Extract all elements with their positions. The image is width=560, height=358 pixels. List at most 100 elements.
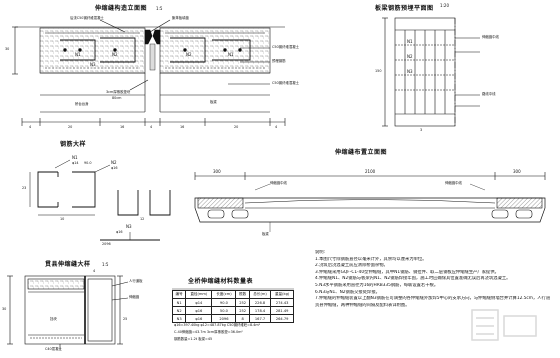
materials-header-cell: 长度(cm) [211,290,237,299]
notes-block: 说明: 1.本图尺寸除钢筋直径以毫米计外，其余均以厘米为单位。 2.浇筑后浇混凝… [315,250,550,309]
table-cell: N3 [171,314,187,323]
dim-b0: 4 [29,125,32,129]
curb-label-mid: 伸缩缝 [129,295,140,299]
curb-dim-2: 25 [123,317,128,321]
dim-b6: 4 [275,125,278,129]
dim-top-30: 30 [5,47,10,51]
rebar-n3-len: 2096 [102,242,111,246]
notes-line: 3.伸缩缝采用GQF-C1-40型伸缩缝，其中N1钢筋、钢拉件、取二层钢板应伸缩… [315,269,499,275]
plan-note-road: 路线中线 [482,92,496,96]
table-cell: φ14 [185,298,213,307]
label-c50-a: C50钢纤维混凝土 [272,45,300,49]
dim-b3: 4 [150,125,153,129]
dim-b2: 16 [120,125,125,129]
materials-header-cell: 总长(m) [248,290,272,299]
rebar-dim3: 12 [140,217,145,221]
rebar-n1-len: 90.0 [84,161,92,165]
table-row: N3 φ16 2096 8 167.7 264.79 [171,314,294,323]
table-cell: φ16 [185,314,213,323]
rebar-n3-label: N3 [126,224,132,229]
notes-line: 1.本图尺寸除钢筋直径以毫米计外，其余均以厘米为单位。 [315,256,427,262]
plan-label-n3: N3 [407,69,413,74]
table-cell: 252 [235,298,250,307]
notes-line: 5.N3水平钢筋采用直径为16的HRB335钢筋，每联设置若干根。 [315,282,439,288]
materials-header-cell: 直径(mm) [185,290,213,299]
label-n2-left: N2 [112,52,118,57]
joint-section-drawing [12,19,286,126]
dim-b4: 16 [180,125,185,129]
rebar-n1-label: N1 [72,155,78,160]
rebar-detail-drawing [29,159,171,241]
layout-bearing: 板梁 [262,232,269,236]
steel-plate-plan-drawing [382,17,480,127]
table-cell: 2096 [211,314,237,323]
layout-section-title: 伸缩缝布置立面图 [335,149,388,156]
layout-joint-right: 伸缩缝中线 [445,181,462,185]
label-n2-right: N2 [186,52,192,57]
curb-dim-1: 4 [93,269,96,273]
table-cell: 281.49 [270,306,294,315]
table-cell: 274.43 [270,298,294,307]
curb-joint-title: 贯县伸缩缝大样 [45,261,91,268]
label-slab: 板梁 [210,100,217,104]
rebar-n1-dia: φ14 [72,161,79,165]
label-polystyrene: 聚苯板填缝 [172,16,189,20]
watermark-logo [471,309,537,341]
table-row: N2 φ16 50.0 252 178.4 281.49 [171,306,294,315]
materials-total-1: φ16=397.40kg φ12=487.87kg C50钢纤维砼=8.4m³ [174,323,261,327]
materials-header-cell: 根数 [235,290,250,299]
curb-joint-scale: 1:5 [102,262,109,267]
notes-line: 贯县伸缩缝，两种伸缩缝的间隔及配料表详附图。 [315,302,410,308]
label-precast: 预埋钢筋 [272,59,286,63]
steel-plate-plan-title: 板梁钢筋预埋平面图 [375,5,434,12]
plan-dim-side: 150 [375,69,382,73]
table-cell: φ16 [185,306,213,315]
label-n1-left: N1 [75,52,81,57]
notes-line: 2.浇筑后浇混凝土前应清除桥面杂物。 [315,263,388,269]
label-c50-b: C50钢纤维混凝土 [272,81,300,85]
layout-dim-right: 300 [513,169,521,174]
table-cell: N1 [171,298,187,307]
table-cell: N2 [171,306,187,315]
table-row: N1 φ14 90.0 252 226.8 274.43 [171,298,294,307]
dim-b5: 20 [234,125,239,129]
materials-header-row: 编号 直径(mm) 长度(cm) 根数 总长(m) 重量(kg) [171,290,294,299]
label-n3-left: N3 [90,62,96,67]
table-cell: 264.79 [270,314,294,323]
plan-note-joint: 伸缩缝中线 [482,35,499,39]
curb-joint-drawing [7,275,129,350]
joint-section-title: 伸缩缝构造立面图 [95,5,148,12]
materials-header-cell: 重量(kg) [270,290,294,299]
materials-table-title: 全桥伸缩缝材料数量表 [188,278,254,285]
rebar-detail-title: 钢筋大样 [60,141,87,148]
plan-dim-bottom: 3 [420,128,423,132]
notes-line: 6.N3与N1、N2钢筋交接处焊接。 [315,289,380,295]
curb-label-side: 挡块 [50,317,57,321]
notes-line: 7.伸缩缝的伸缩缝装置以上翻N3钢筋在可调整的各伸缩缝外加焊5中心的支承方向，与… [315,296,550,302]
curb-label-top: 人行道板 [129,279,143,283]
dim-b1: 20 [68,125,73,129]
curb-dim-0: 30 [2,307,7,311]
materials-total-2: C-40伸缩缝=43.7m 3cm厚橡胶垫=36.0m² [174,330,243,334]
steel-plate-plan-scale: 1:20 [440,3,449,8]
label-steel-top: 后浇C50钢纤维混凝土 [70,16,104,20]
table-cell: 178.4 [248,306,272,315]
rebar-n2-label: N2 [111,160,117,165]
plan-label-n1: N1 [407,39,413,44]
table-cell: 167.7 [248,314,272,323]
materials-table: 编号 直径(mm) 长度(cm) 根数 总长(m) 重量(kg) N1 φ14 … [171,290,294,323]
joint-section-scale: 1:5 [156,6,163,11]
rebar-dim1: 23 [22,186,27,190]
table-cell: 252 [235,306,250,315]
table-cell: 90.0 [211,298,237,307]
rebar-n2-dia: φ16 [111,166,118,170]
curb-label-bottom: C40混凝土 [45,347,62,351]
layout-dim-total: 2100 [365,169,376,174]
label-n1-right: N1 [228,52,234,57]
label-pavement: 80cm [112,96,122,100]
layout-section-drawing [194,172,546,232]
notes-line: 4.伸缩缝N1、N2钢筋与板梁内N1、N2钢筋焊接牢固，施工时应确保其位置准确无… [315,276,511,282]
rebar-dim2: 10 [60,217,65,221]
